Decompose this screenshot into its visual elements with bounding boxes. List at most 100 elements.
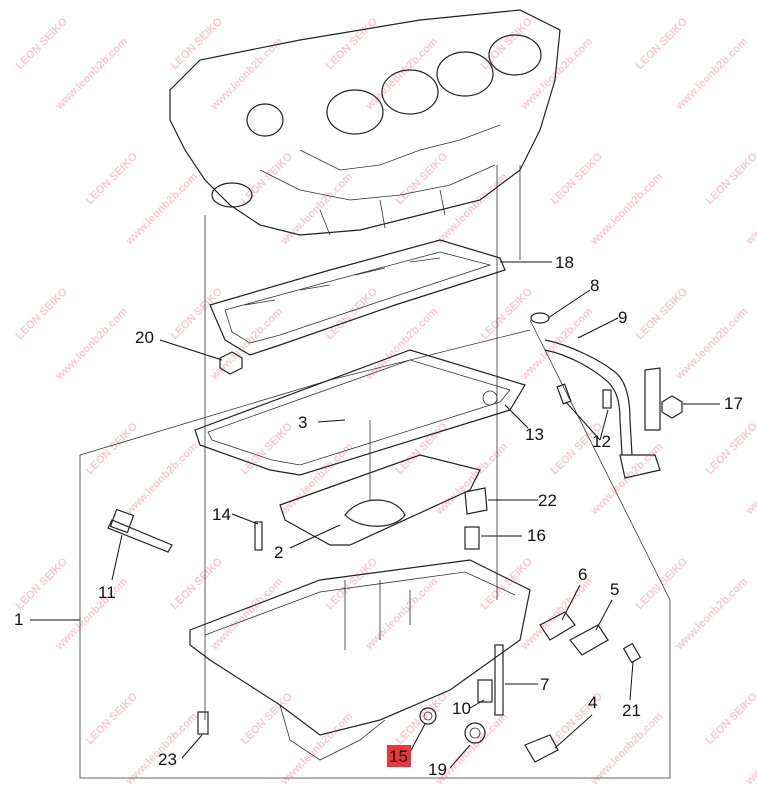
leader-line-20 xyxy=(159,339,223,361)
watermark-url: www.leonb2b.com xyxy=(53,35,130,112)
callout-label-6: 6 xyxy=(578,565,587,584)
leader-line-3 xyxy=(317,419,346,423)
watermark-brand: LEON SEIKO xyxy=(704,690,757,747)
watermark-brand: LEON SEIKO xyxy=(394,690,451,747)
watermark-brand: LEON SEIKO xyxy=(634,285,691,342)
watermark-url: www.leonb2b.com xyxy=(53,305,130,382)
leader-line-2 xyxy=(289,524,341,549)
watermark-url: www.leonb2b.com xyxy=(53,575,130,652)
watermark-url: www.leonb2b.com xyxy=(743,710,757,787)
watermark-brand: LEON SEIKO xyxy=(479,15,536,72)
leader-line-15 xyxy=(409,723,426,753)
watermark-url: www.leonb2b.com xyxy=(278,170,355,247)
watermark-brand: LEON SEIKO xyxy=(549,150,606,207)
watermark-brand: LEON SEIKO xyxy=(14,15,71,72)
watermark-url: www.leonb2b.com xyxy=(673,575,750,652)
callout-label-18: 18 xyxy=(555,253,574,272)
watermark-url: www.leonb2b.com xyxy=(208,305,285,382)
oil-pan-gasket xyxy=(194,349,526,476)
watermark-url: www.leonb2b.com xyxy=(518,35,595,112)
watermark-url: www.leonb2b.com xyxy=(123,710,200,787)
leader-line-21 xyxy=(629,661,634,701)
leader-line-6 xyxy=(561,584,581,621)
bolts-12-illustration xyxy=(556,383,612,409)
watermark-brand: LEON SEIKO xyxy=(394,420,451,477)
watermark-brand: LEON SEIKO xyxy=(704,150,757,207)
watermark-brand: LEON SEIKO xyxy=(84,150,141,207)
watermark-url: www.leonb2b.com xyxy=(208,575,285,652)
callout-label-3: 3 xyxy=(298,413,307,432)
watermark-url: www.leonb2b.com xyxy=(743,170,757,247)
callout-label-7: 7 xyxy=(540,675,549,694)
watermark-url: www.leonb2b.com xyxy=(363,305,440,382)
stud-14-illustration xyxy=(254,521,263,551)
watermark-brand: LEON SEIKO xyxy=(634,15,691,72)
nut-17-illustration xyxy=(661,395,683,419)
leader-lines xyxy=(30,261,720,769)
sensor-11-illustration xyxy=(107,508,173,553)
watermark-url: www.leonb2b.com xyxy=(518,305,595,382)
callout-label-12: 12 xyxy=(592,432,611,451)
watermark-brand: LEON SEIKO xyxy=(84,690,141,747)
leader-line-4 xyxy=(554,714,593,749)
leader-line-9 xyxy=(577,317,619,339)
parts-7-10-illustration xyxy=(477,644,504,716)
watermark-url: www.leonb2b.com xyxy=(123,170,200,247)
callout-label-20: 20 xyxy=(135,328,154,347)
watermark-url: www.leonb2b.com xyxy=(518,575,595,652)
alignment-lines xyxy=(204,165,521,720)
watermark-url: www.leonb2b.com xyxy=(743,440,757,517)
watermark-brand: LEON SEIKO xyxy=(84,420,141,477)
part-16-illustration xyxy=(464,526,480,550)
watermark-url: www.leonb2b.com xyxy=(588,170,665,247)
watermark-url: www.leonb2b.com xyxy=(588,440,665,517)
callout-label-1: 1 xyxy=(14,610,23,629)
watermark-url: www.leonb2b.com xyxy=(363,35,440,112)
engine-block-illustration xyxy=(169,9,561,236)
callout-label-13: 13 xyxy=(525,425,544,444)
callout-label-14: 14 xyxy=(212,505,231,524)
callout-label-22: 22 xyxy=(538,491,557,510)
callout-label-10: 10 xyxy=(452,699,471,718)
callout-label-4: 4 xyxy=(588,693,597,712)
bolt-21-illustration xyxy=(622,642,642,664)
leader-line-11 xyxy=(111,534,123,581)
leader-line-13 xyxy=(504,404,529,429)
watermark-brand: LEON SEIKO xyxy=(239,690,296,747)
leader-line-14 xyxy=(231,513,259,525)
watermark-url: www.leonb2b.com xyxy=(278,710,355,787)
watermark-brand: LEON SEIKO xyxy=(14,285,71,342)
leader-line-10 xyxy=(469,699,485,709)
watermark-brand: LEON SEIKO xyxy=(324,285,381,342)
part-22-illustration xyxy=(464,487,488,515)
leader-line-12 xyxy=(599,409,609,441)
watermark-brand: LEON SEIKO xyxy=(169,285,226,342)
callout-label-23: 23 xyxy=(158,750,177,769)
callout-label-11: 11 xyxy=(98,583,116,602)
watermark-brand: LEON SEIKO xyxy=(324,555,381,612)
callout-label-8: 8 xyxy=(590,276,599,295)
watermark-url: www.leonb2b.com xyxy=(123,440,200,517)
parts-5-6-illustration xyxy=(539,611,609,656)
callout-label-2: 2 xyxy=(274,543,283,562)
callout-label-9: 9 xyxy=(618,308,627,327)
leader-line-23 xyxy=(181,734,203,759)
watermark-url: www.leonb2b.com xyxy=(363,575,440,652)
callout-label-17: 17 xyxy=(724,394,743,413)
watermark-brand: LEON SEIKO xyxy=(704,420,757,477)
callout-label-5: 5 xyxy=(610,580,619,599)
callout-label-19: 19 xyxy=(428,760,447,779)
watermark-brand: LEON SEIKO xyxy=(169,555,226,612)
watermark-brand: LEON SEIKO xyxy=(324,15,381,72)
callout-label-16: 16 xyxy=(527,526,546,545)
upper-gasket xyxy=(209,239,506,356)
leader-line-8 xyxy=(547,289,591,319)
watermark-url: www.leonb2b.com xyxy=(673,305,750,382)
leader-line-12 xyxy=(565,401,601,441)
watermark-url: www.leonb2b.com xyxy=(673,35,750,112)
watermark-brand: LEON SEIKO xyxy=(479,285,536,342)
callout-highlight-15 xyxy=(387,745,411,767)
callout-label-21: 21 xyxy=(622,701,641,720)
